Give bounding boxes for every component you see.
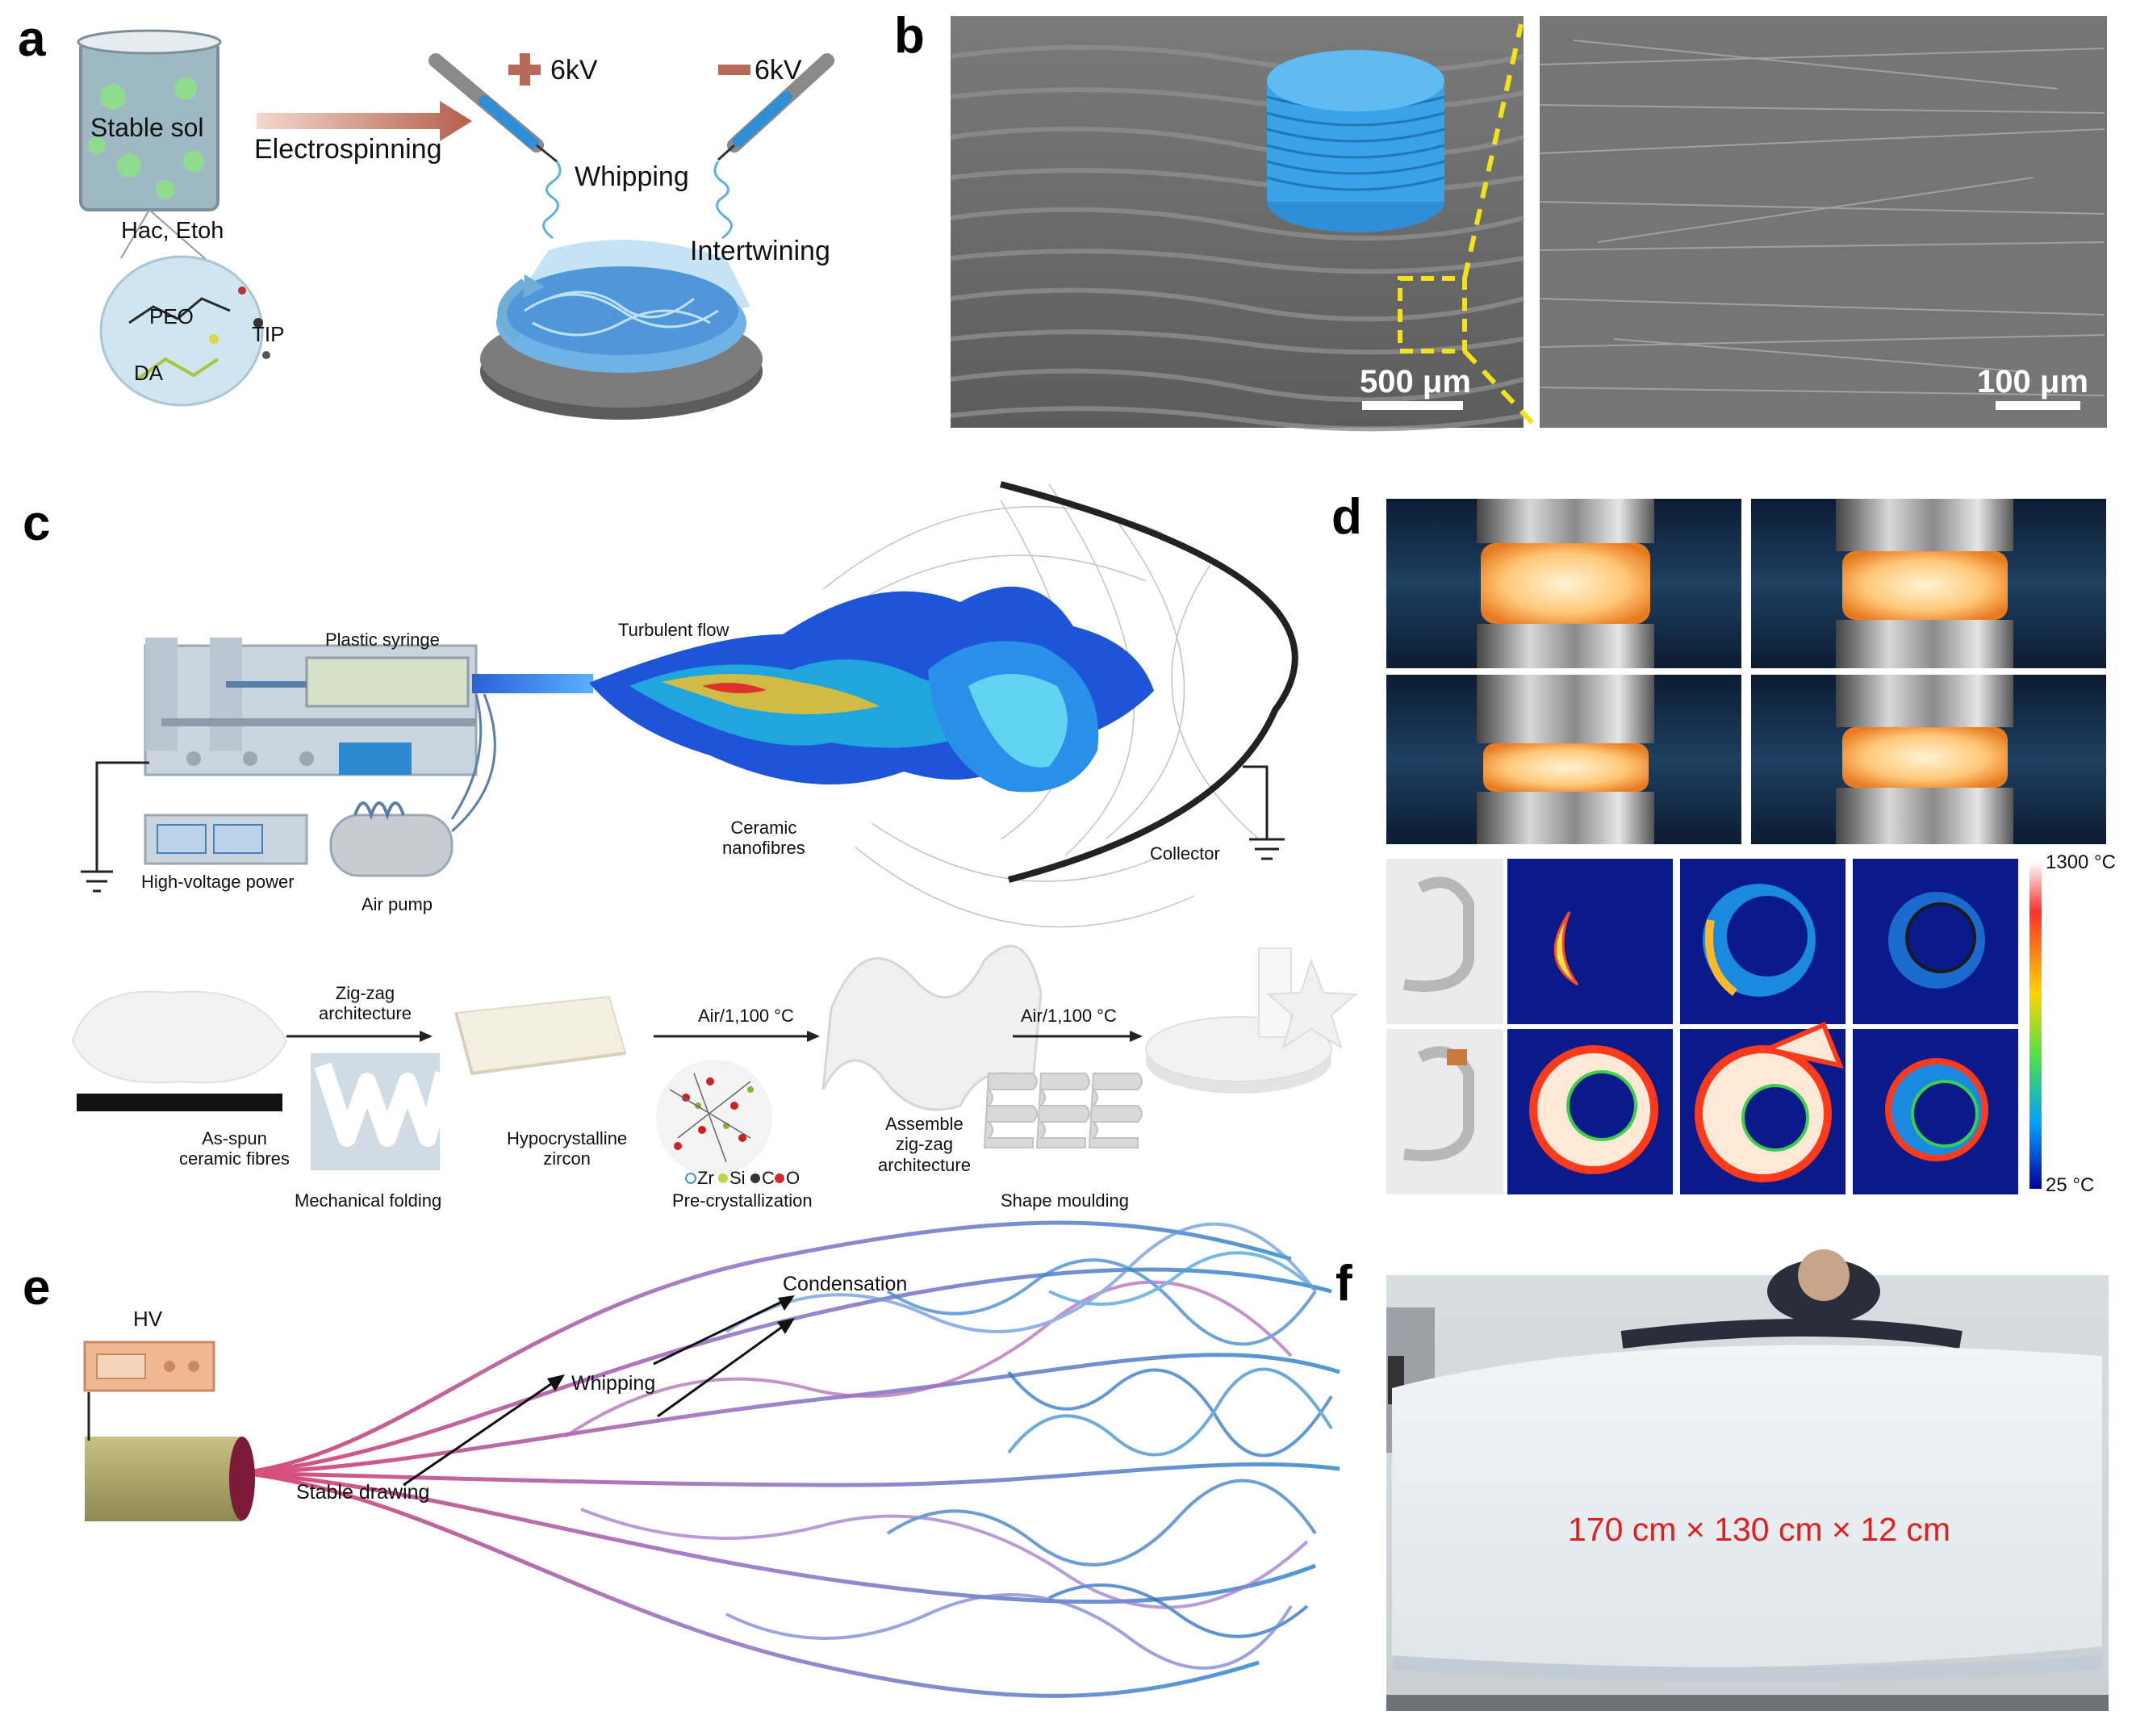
collector-arc xyxy=(999,481,1298,883)
whipping-label-e: Whipping xyxy=(571,1372,656,1395)
electrospinning-arrow xyxy=(257,101,472,141)
beaker-label: Stable sol xyxy=(90,113,204,142)
zigzag-architecture-label: Zig-zag architecture xyxy=(319,983,412,1024)
condensation-label: Condensation xyxy=(783,1273,908,1295)
stacked-layers-icon xyxy=(1266,50,1445,232)
air-pump-label: Air pump xyxy=(362,894,433,914)
panel-f-graphics xyxy=(1386,1249,2109,1711)
zircon-lattice xyxy=(656,1060,772,1176)
plastic-syringe-label: Plastic syringe xyxy=(325,630,440,650)
as-spun-fibres xyxy=(71,990,288,1084)
syringe-left xyxy=(428,53,558,163)
panel-label-c: c xyxy=(23,496,51,551)
stable-drawing-label: Stable drawing xyxy=(296,1481,430,1504)
ceramic-nanofibres-label: Ceramic nanofibres xyxy=(722,818,805,859)
collector-label: Collector xyxy=(1150,843,1220,864)
scale-min-label: 25 °C xyxy=(2046,1174,2095,1196)
furnace-photos xyxy=(1386,499,2106,844)
minus-icon xyxy=(718,65,750,75)
turbulent-plume xyxy=(589,586,1154,793)
syringe-right xyxy=(717,53,834,161)
temperature-scale xyxy=(2029,862,2042,1189)
scale-bar-left xyxy=(1362,401,1463,410)
whipping-label-a: Whipping xyxy=(575,161,689,192)
as-spun-label: As-spun ceramic fibres xyxy=(179,1128,290,1169)
fibre-block xyxy=(454,995,627,1075)
scale-label-left: 500 μm xyxy=(1360,364,1471,399)
panel-label-e: e xyxy=(23,1260,51,1316)
blanket-dimensions: 170 cm × 130 cm × 12 cm xyxy=(1568,1511,1951,1548)
panel-label-b: b xyxy=(894,8,925,64)
panel-d-graphics xyxy=(1386,499,2106,1194)
panel-label-a: a xyxy=(18,11,46,67)
panel-b-graphics xyxy=(950,16,2107,432)
scale-bar-right xyxy=(1996,401,2080,410)
thermal-images xyxy=(1507,859,2018,1194)
ceramic-blanket xyxy=(1392,1345,2102,1668)
da-label: DA xyxy=(134,361,164,385)
scale-label-right: 100 μm xyxy=(1977,364,2088,399)
turbulent-flow-label: Turbulent flow xyxy=(618,620,729,640)
legend-si: Si xyxy=(729,1168,746,1188)
legend-o: O xyxy=(786,1168,800,1188)
pre-crystallization-label: Pre-crystallization xyxy=(672,1190,813,1211)
air-1100-label-b: Air/1,100 °C xyxy=(1021,1006,1117,1026)
legend-zr: Zr xyxy=(697,1168,714,1188)
assembled-architecture xyxy=(983,1073,1143,1148)
assemble-label: Assemble zig-zag architecture xyxy=(878,1114,971,1175)
air-1100-label-a: Air/1,100 °C xyxy=(698,1006,794,1026)
hv-power-label: High-voltage power xyxy=(141,872,295,892)
voltage-negative-label: 6kV xyxy=(754,55,802,86)
molecule-bubble xyxy=(99,255,264,407)
scale-max-label: 1300 °C xyxy=(2046,851,2116,873)
legend-c: C xyxy=(762,1168,775,1188)
spinneret-cylinder xyxy=(85,1437,242,1521)
electrospinning-label: Electrospinning xyxy=(254,134,442,165)
intertwining-label: Intertwining xyxy=(690,236,830,266)
shape-moulding-label: Shape moulding xyxy=(1001,1190,1130,1211)
hypocrystalline-label: Hypocrystalline zircon xyxy=(507,1128,628,1169)
air-pump xyxy=(329,814,454,877)
solvent-label: Hac, Etoh xyxy=(121,218,224,244)
hv-label: HV xyxy=(133,1307,163,1331)
tip-label: TIP xyxy=(252,322,285,346)
panel-c-graphics xyxy=(71,481,1358,1184)
zigzag-block xyxy=(821,944,1043,1111)
panel-label-f: f xyxy=(1336,1256,1352,1311)
ruler xyxy=(77,1094,282,1111)
panel-a-graphics xyxy=(77,29,834,420)
panel-e-graphics xyxy=(83,1220,1340,1698)
voltage-positive-label: 6kV xyxy=(550,55,598,86)
mechanical-folding-label: Mechanical folding xyxy=(295,1190,442,1211)
pump-display xyxy=(339,743,412,775)
panel-label-d: d xyxy=(1331,489,1362,545)
zoom-box xyxy=(1398,276,1467,353)
syringe-barrel xyxy=(305,656,470,708)
peo-label: PEO xyxy=(149,304,194,328)
nozzle-tube xyxy=(472,674,593,693)
